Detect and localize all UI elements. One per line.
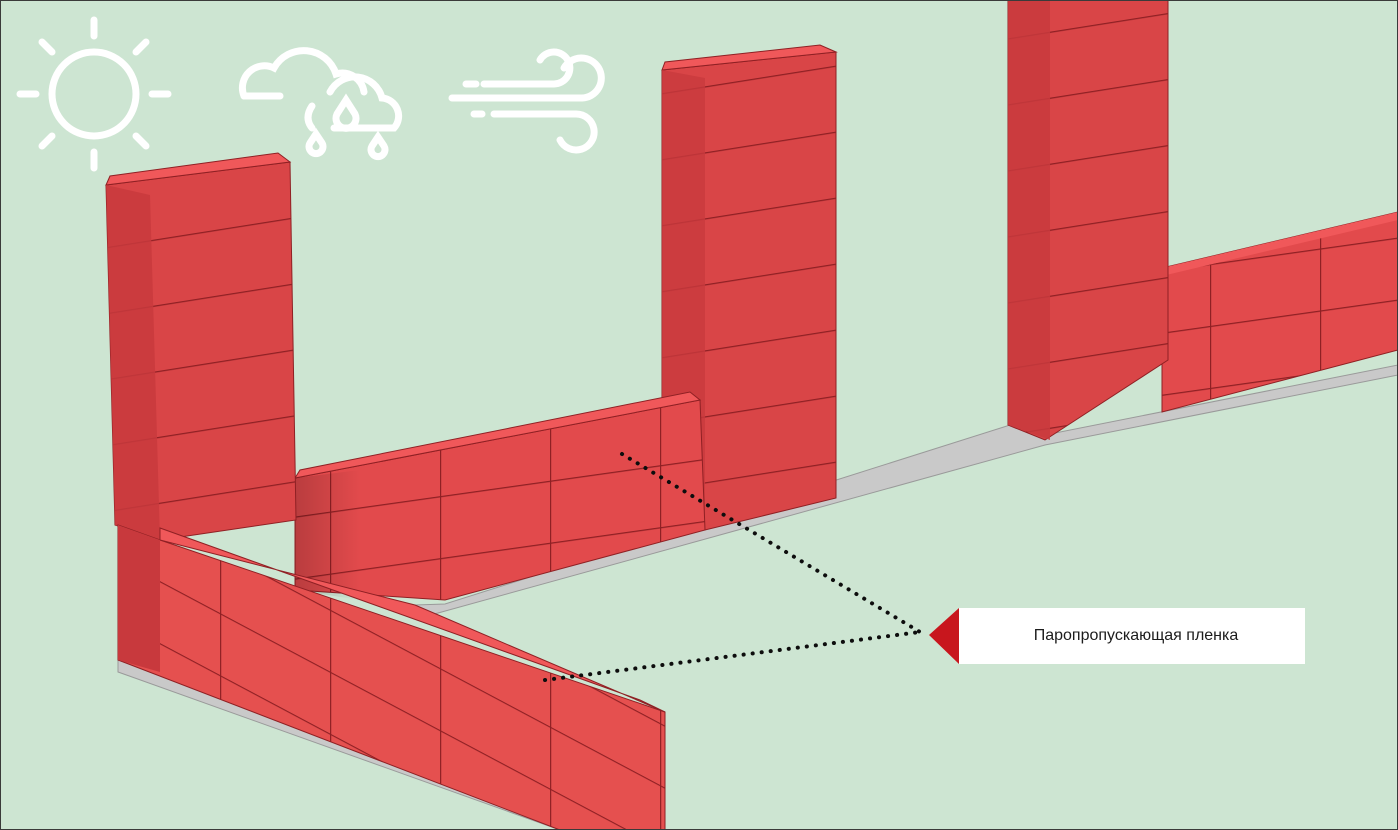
- weather-icons: [16, 16, 605, 172]
- callout-line-back-wall: [620, 452, 922, 634]
- wind-icon: [448, 48, 605, 154]
- callout-arrow-icon: [929, 608, 959, 664]
- sun-icon: [16, 16, 172, 172]
- wall-front-left: [117, 524, 666, 830]
- callout-label: Паропропускающая пленка: [959, 608, 1305, 664]
- callout-line-front-wall: [543, 630, 922, 682]
- callout-lines: [543, 452, 922, 682]
- wall-back-middle: [293, 391, 706, 601]
- cloud-rain-icon: [238, 47, 403, 161]
- pillar-right: [1007, 0, 1169, 441]
- callout-label-text: Паропропускающая пленка: [1033, 627, 1239, 644]
- pillar-left: [105, 152, 297, 541]
